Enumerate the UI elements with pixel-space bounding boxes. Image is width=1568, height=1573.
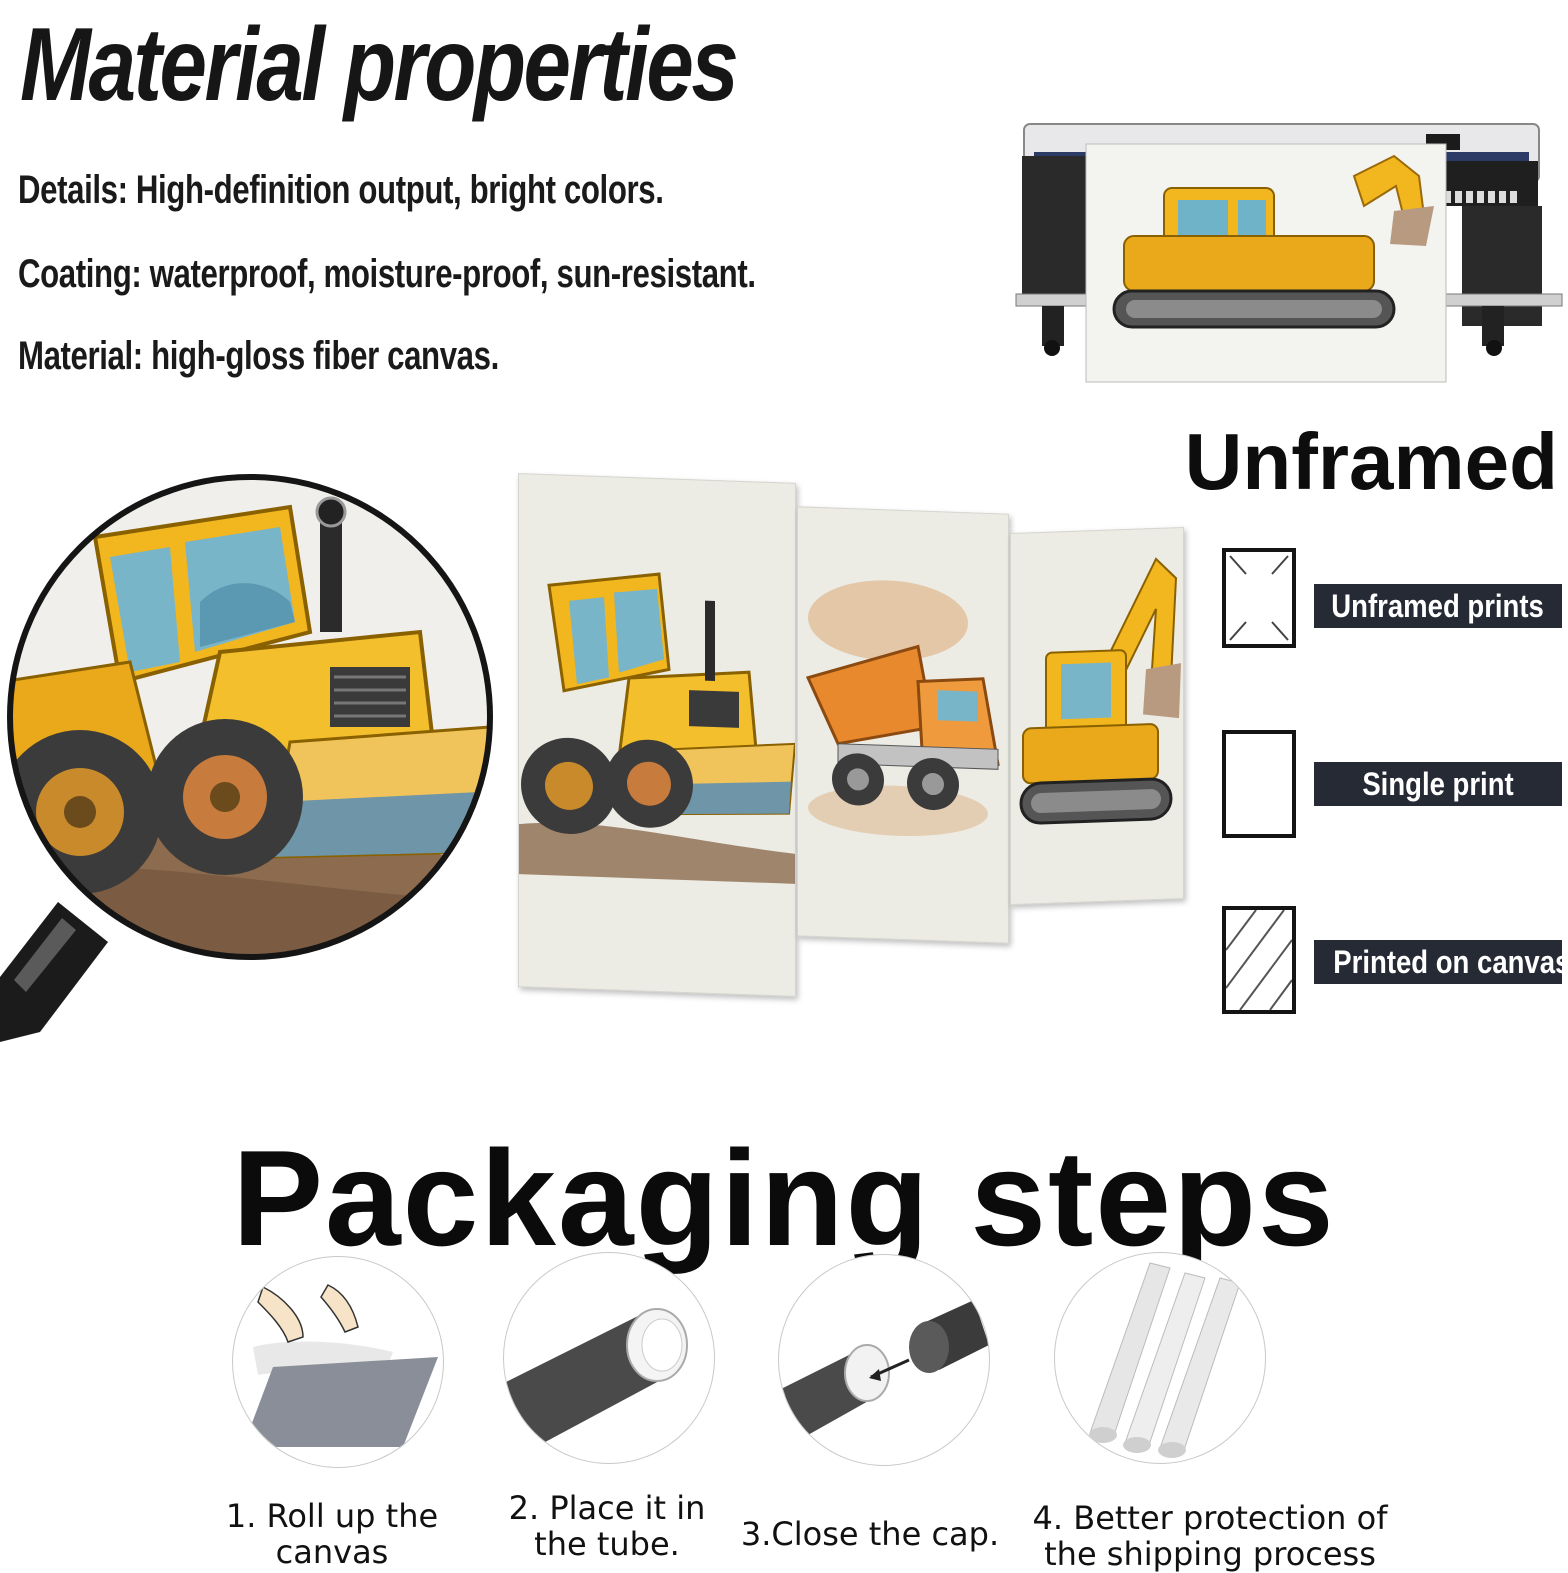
step-4-image (1054, 1252, 1266, 1464)
magnifier-illustration (0, 474, 493, 1042)
detail-line-details: Details: High-definition output, bright … (18, 168, 664, 212)
packaging-title: Packaging steps (232, 1122, 1336, 1274)
canvas-panel-bulldozer (518, 473, 796, 997)
detail-line-coating: Coating: waterproof, moisture-proof, sun… (18, 252, 756, 296)
canvas-panel-excavator (1010, 526, 1184, 906)
page-title: Material properties (20, 7, 739, 123)
canvas-panel-dump-truck (797, 506, 1009, 944)
legend-label-unframed-prints: Unframed prints (1314, 584, 1562, 628)
legend-label-single-print: Single print (1314, 762, 1562, 806)
step-1-image (232, 1256, 444, 1468)
detail-line-material: Material: high-gloss fiber canvas. (18, 334, 499, 378)
corner-marks-icon (1222, 548, 1296, 648)
step-3-image (778, 1254, 990, 1466)
legend-label-printed-on-canvas: Printed on canvas (1314, 940, 1568, 984)
step-2-image (503, 1252, 715, 1464)
printer-illustration (1015, 123, 1563, 383)
empty-frame-icon (1222, 730, 1296, 838)
hatched-canvas-icon (1222, 906, 1296, 1014)
unframed-title: Unframed (1184, 417, 1558, 506)
step-3-label: 3.Close the cap. (740, 1515, 1000, 1553)
